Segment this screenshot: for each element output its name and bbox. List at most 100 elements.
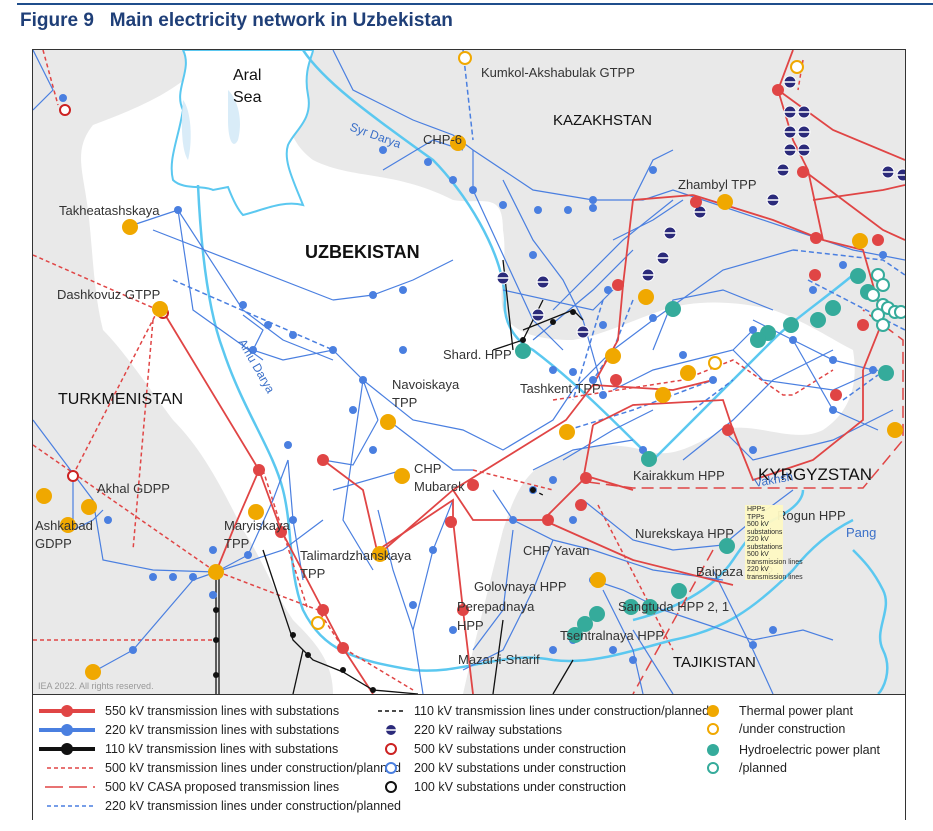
plant-label: Kairakkum HPP	[633, 468, 725, 483]
legend-item-hydro: Hydroelectric power plant	[701, 741, 880, 759]
pang-river	[852, 549, 889, 694]
tooltip-line: 220 kV	[747, 536, 769, 543]
country-label-tajikistan: TAJIKISTAN	[673, 654, 756, 671]
legend-label: 220 kV railway substations	[414, 723, 562, 737]
legend-label: 110 kV transmission lines with substatio…	[105, 742, 339, 756]
top-rule	[17, 3, 933, 5]
legend-label: 220 kV transmission lines with substatio…	[105, 723, 340, 737]
legend-item-550kv: 550 kV transmission lines with substatio…	[37, 702, 339, 720]
aral-sea	[170, 50, 315, 217]
plant-label: CHP	[414, 461, 441, 476]
legend-label: Thermal power plant	[739, 704, 853, 718]
plant-label: Mubarek	[414, 479, 465, 494]
plant-label: Rogun HPP	[777, 508, 846, 523]
legend-item-100kv-sub: 100 kV substations under construction	[376, 778, 626, 796]
tooltip-line: 500 kV	[747, 551, 769, 558]
legend-label: 200 kV substations under construction	[414, 761, 626, 775]
legend-220kv-line-icon	[39, 724, 95, 736]
water-label-pang: Pang	[846, 525, 876, 540]
legend-item-110kv-planned: 110 kV transmission lines under construc…	[376, 702, 709, 720]
plant-label: Shard. HPP	[443, 347, 512, 362]
map-tooltip: HPPs TPPs 500 kV substations 220 kV subs…	[745, 505, 803, 581]
legend-110kv-line-icon	[39, 743, 95, 755]
tooltip-line: substations	[747, 528, 783, 536]
plant-label: TPP	[392, 395, 417, 410]
legend-item-500kv-planned: 500 kV transmission lines under construc…	[37, 759, 401, 777]
country-label-kyrgyzstan: KYRGYZSTAN	[758, 465, 872, 484]
plant-label: Akhal GDPP	[97, 481, 170, 496]
plant-label: Nurekskaya HPP	[635, 526, 734, 541]
legend-item-110kv: 110 kV transmission lines with substatio…	[37, 740, 338, 758]
plant-label: Dashkovuz GTPP	[57, 287, 160, 302]
legend-item-thermal: Thermal power plant	[701, 702, 853, 720]
plant-label: CHP Yavan	[523, 543, 590, 558]
plant-label: Perepadnaya	[457, 599, 535, 614]
thermal-plant-icon	[707, 705, 719, 717]
legend-500kv-dotted-icon	[47, 767, 95, 769]
ring-blue-icon	[385, 762, 397, 774]
thermal-plants-construction	[311, 51, 804, 630]
legend-item-hydro-planned: /planned	[701, 759, 787, 777]
hydro-planned-icon	[707, 762, 719, 774]
tooltip-line: substations	[747, 543, 783, 551]
plant-label: Tsentralnaya HPP	[560, 628, 664, 643]
legend-label: /planned	[739, 761, 787, 775]
legend-item-220kv: 220 kV transmission lines with substatio…	[37, 721, 339, 739]
legend-item-220kv-planned: 220 kV transmission lines under construc…	[37, 797, 401, 815]
hydro-plant-icon	[707, 744, 719, 756]
plant-label: Talimardzhanskaya	[300, 548, 412, 563]
water-label-vakhsh: Vakhsh	[753, 469, 794, 490]
legend-label: 110 kV transmission lines under construc…	[414, 704, 710, 718]
plant-label: Sangtuda HPP 2, 1	[618, 599, 729, 614]
syr-darya-river	[301, 50, 854, 462]
aral-lake-east	[228, 90, 240, 144]
substations-110kv	[213, 309, 576, 693]
copyright: IEA 2022. All rights reserved.	[38, 681, 154, 691]
plant-label: Takheatashskaya	[59, 203, 160, 218]
ring-red-icon	[385, 743, 397, 755]
plant-label: Tashkent TPP	[520, 381, 601, 396]
water-label-syr-darya: Syr Darya	[348, 120, 403, 152]
legend-label: 100 kV substations under construction	[414, 780, 626, 794]
country-label-uzbekistan: UZBEKISTAN	[305, 242, 420, 262]
plant-label: HPP	[457, 618, 484, 633]
tooltip-line: 220 kV	[747, 566, 769, 573]
thermal-plants	[36, 135, 903, 680]
railway-substations	[496, 75, 905, 339]
plant-label: Navoiskaya	[392, 377, 460, 392]
plant-label: Mazar-i-Sharif	[458, 652, 540, 667]
tooltip-line: 500 kV	[747, 521, 769, 528]
legend-item-500kv-sub: 500 kV substations under construction	[376, 740, 626, 758]
legend-label: 500 kV CASA proposed transmission lines	[105, 780, 340, 794]
plant-label: Golovnaya HPP	[474, 579, 567, 594]
plant-label: TPP	[224, 536, 249, 551]
plant-label: Ashkabad	[35, 518, 93, 533]
tooltip-line: transmission lines	[747, 558, 803, 566]
hydro-plants	[515, 268, 894, 643]
aral-lake-west	[181, 100, 191, 160]
legend-label: /under construction	[739, 722, 846, 736]
legend-220kv-dashed-icon	[47, 805, 95, 807]
plant-labels: Kumkol-Akshabulak GTPP CHP-6 Zhambyl TPP…	[35, 65, 846, 667]
legend-110kv-dashed-icon	[378, 710, 404, 712]
uzbekistan-territory	[81, 55, 855, 694]
tooltip-line: TPPs	[747, 513, 765, 521]
legend-item-railway: 220 kV railway substations	[376, 721, 562, 739]
tooltip-line: HPPs	[747, 506, 765, 513]
ring-black-icon	[385, 781, 397, 793]
legend-550kv-line-icon	[39, 705, 95, 717]
amu-darya-river	[196, 184, 854, 672]
legend-item-200kv-sub: 200 kV substations under construction	[376, 759, 626, 777]
legend-label: 500 kV transmission lines under construc…	[105, 761, 402, 775]
vakhsh-river	[632, 489, 805, 622]
water-label-aral: Aral	[233, 67, 261, 84]
legend-label: Hydroelectric power plant	[739, 743, 881, 757]
plant-label: Kumkol-Akshabulak GTPP	[481, 65, 635, 80]
tooltip-line: transmission lines	[747, 573, 803, 581]
country-label-turkmenistan: TURKMENISTAN	[58, 391, 183, 408]
legend-label: 550 kV transmission lines with substatio…	[105, 704, 340, 718]
legend-label: 500 kV substations under construction	[414, 742, 626, 756]
legend-casa-dashed-icon	[45, 786, 95, 788]
figure-title: Figure 9 Main electricity network in Uzb…	[20, 10, 453, 31]
legend-label: 220 kV transmission lines under construc…	[105, 799, 402, 813]
